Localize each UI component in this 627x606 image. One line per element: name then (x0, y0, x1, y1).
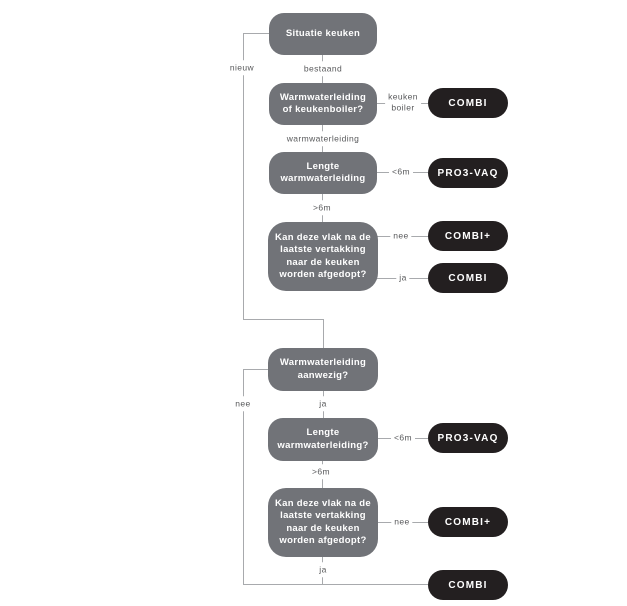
node-lengte-warmwaterleiding-2: Lengte warmwaterleiding? (268, 418, 378, 461)
edge-label-nee-3: nee (391, 514, 413, 530)
outcome-combi-3: COMBI (428, 570, 508, 600)
edge-label-ja-2: ja (316, 396, 330, 412)
edge-nee-left (243, 369, 268, 370)
edge-nieuw-into-aanwezig (323, 319, 324, 348)
edge-nieuw-elbow (243, 319, 324, 320)
edge-nee-rail (243, 369, 244, 584)
outcome-combi-plus-1: COMBI+ (428, 221, 508, 251)
edge-label-lt6m-1: <6m (389, 164, 413, 180)
outcome-combi-1: COMBI (428, 88, 508, 118)
node-kan-deze-vlak-2: Kan deze vlak na de laatste vertakking n… (268, 488, 378, 557)
outcome-pro3vaq-1: PRO3-VAQ (428, 158, 508, 188)
node-warmwaterleiding-of-keukenboiler: Warmwaterleiding of keukenboiler? (269, 83, 377, 125)
node-lengte-warmwaterleiding-1: Lengte warmwaterleiding (269, 152, 377, 194)
node-situatie-keuken: Situatie keuken (269, 13, 377, 55)
edge-nieuw-top (243, 33, 269, 34)
edge-label-nee-1: nee (390, 228, 412, 244)
outcome-combi-2: COMBI (428, 263, 508, 293)
edge-label-gt6m-1: >6m (310, 200, 334, 216)
edge-nieuw-rail (243, 33, 244, 319)
node-warmwaterleiding-aanwezig: Warmwaterleiding aanwezig? (268, 348, 378, 391)
edge-label-bestaand: bestaand (300, 61, 346, 77)
edge-label-keuken-boiler: keuken boiler (385, 89, 421, 117)
outcome-combi-plus-2: COMBI+ (428, 507, 508, 537)
edge-label-ja-3: ja (316, 562, 330, 578)
edge-label-warmwaterleiding: warmwaterleiding (283, 131, 363, 147)
node-kan-deze-vlak-1: Kan deze vlak na de laatste vertakking n… (268, 222, 378, 291)
edge-label-lt6m-2: <6m (391, 430, 415, 446)
edge-bottom-to-combi (243, 584, 428, 585)
outcome-pro3vaq-2: PRO3-VAQ (428, 423, 508, 453)
edge-label-nieuw: nieuw (226, 60, 258, 76)
edge-label-gt6m-2: >6m (309, 464, 333, 480)
edge-label-nee-2: nee (232, 396, 254, 412)
edge-label-ja-1: ja (396, 270, 410, 286)
